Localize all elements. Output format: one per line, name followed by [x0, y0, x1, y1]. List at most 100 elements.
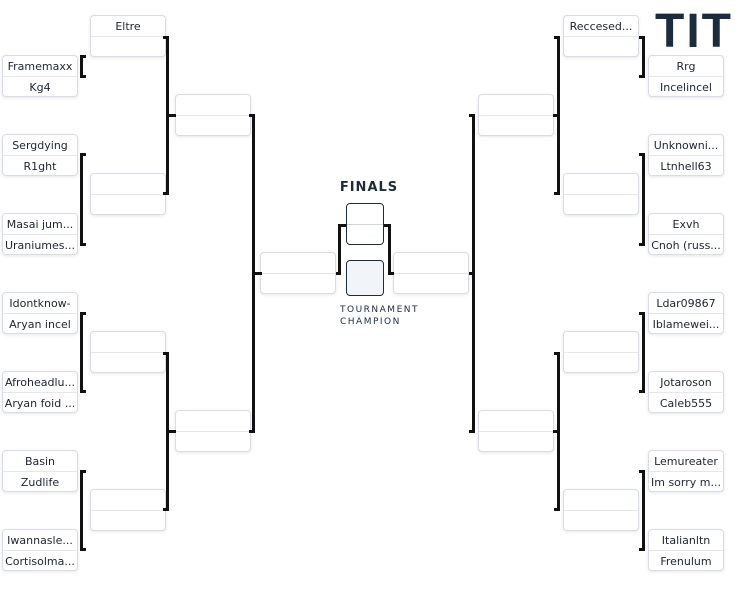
team-slot: Ltnhell63 [660, 159, 712, 173]
connector-line [80, 390, 86, 393]
team-slot [91, 174, 165, 195]
team-slot [479, 95, 553, 116]
connector-line [80, 548, 86, 551]
left-r2-match-3 [90, 331, 166, 373]
team-slot [176, 116, 250, 135]
team-slot: Afroheadlu... [3, 372, 77, 393]
right-r2-match-4 [563, 489, 639, 531]
connector-line [554, 352, 560, 355]
team-slot: Iwannasle... [3, 530, 77, 551]
team-slot [91, 37, 165, 56]
left-r3-match-1 [175, 94, 251, 136]
team-slot: Iblamewei... [652, 317, 720, 331]
connector-line [642, 312, 645, 392]
connector-line [163, 508, 169, 511]
team-slot [91, 195, 165, 214]
team-slot [479, 432, 553, 451]
connector-line [642, 153, 645, 245]
connector-line [639, 548, 645, 551]
connector-line [166, 114, 176, 117]
team-slot [564, 332, 638, 353]
connector-line [388, 224, 391, 274]
team-slot [176, 411, 250, 432]
finals-title: FINALS [339, 180, 399, 195]
connector-line [469, 114, 475, 117]
team-slot: Kg4 [29, 80, 51, 94]
team-slot [91, 490, 165, 511]
right-r4-match-1 [393, 252, 469, 294]
team-slot: Eltre [91, 16, 165, 37]
right-r2-match-3 [563, 331, 639, 373]
left-r2-match-2 [90, 173, 166, 215]
team-slot: Caleb555 [659, 396, 713, 410]
connector-line [163, 192, 169, 195]
team-slot [261, 253, 335, 274]
connector-line [80, 470, 86, 473]
team-slot [564, 511, 638, 530]
connector-line [249, 430, 255, 433]
right-r1-match-7: Italianltn Frenulum [648, 529, 724, 571]
connector-line [469, 430, 475, 433]
left-r1-match-3: Masai jum... Uraniumes... [2, 213, 78, 255]
connector-line [338, 224, 341, 274]
team-slot: Cortisolma... [5, 554, 75, 568]
team-slot [261, 274, 335, 293]
left-r4-match-1 [260, 252, 336, 294]
team-slot [176, 95, 250, 116]
team-slot [564, 174, 638, 195]
right-r1-match-5: Jotaroson Caleb555 [648, 371, 724, 413]
team-slot [176, 432, 250, 451]
connector-line [553, 430, 559, 433]
team-slot: Unknowni... [649, 135, 723, 156]
connector-line [163, 352, 169, 355]
right-r2-match-2 [563, 173, 639, 215]
team-slot: Reccesed... [564, 16, 638, 37]
team-slot [91, 353, 165, 372]
team-slot: Cnoh (russ... [651, 238, 721, 252]
connector-line [554, 192, 560, 195]
connector-line [80, 243, 86, 246]
team-slot: Zudlife [20, 475, 60, 489]
team-slot: Idontknow- [3, 293, 77, 314]
champion-box [346, 260, 384, 296]
right-r1-match-2: Unknowni... Ltnhell63 [648, 134, 724, 176]
connector-line [639, 312, 645, 315]
left-r3-match-2 [175, 410, 251, 452]
team-slot [564, 353, 638, 372]
connector-line [554, 36, 560, 39]
finalist-slot [347, 225, 383, 244]
right-r3-match-1 [478, 94, 554, 136]
connector-line [639, 36, 645, 39]
connector-line [553, 114, 559, 117]
team-slot [564, 37, 638, 56]
left-r2-match-4 [90, 489, 166, 531]
logo: TIT [655, 5, 733, 58]
team-slot: Aryan incel [9, 317, 71, 331]
team-slot: Aryan foid ... [4, 396, 76, 410]
connector-line [163, 36, 169, 39]
team-slot [564, 195, 638, 214]
connector-line [80, 55, 83, 77]
left-r1-match-6: Basin Zudlife [2, 450, 78, 492]
team-slot: Jotaroson [649, 372, 723, 393]
connector-line [642, 36, 645, 76]
team-slot: Sergdying [3, 135, 77, 156]
connector-line [80, 153, 83, 245]
connector-line [639, 243, 645, 246]
connector-line [80, 75, 86, 78]
team-slot: Lemureater [649, 451, 723, 472]
connector-line [80, 55, 86, 58]
team-slot: Uraniumes... [4, 238, 76, 252]
finalist-slot [347, 204, 383, 225]
connector-line [639, 153, 645, 156]
connector-line [639, 470, 645, 473]
team-slot: Ldar09867 [649, 293, 723, 314]
connector-line [384, 224, 390, 227]
connector-line [249, 114, 255, 117]
team-slot: Frenulum [660, 554, 712, 568]
left-r1-match-1: Framemaxx Kg4 [2, 55, 78, 97]
team-slot: Italianltn [649, 530, 723, 551]
team-slot [394, 253, 468, 274]
connector-line [388, 272, 394, 275]
connector-line [469, 272, 475, 275]
